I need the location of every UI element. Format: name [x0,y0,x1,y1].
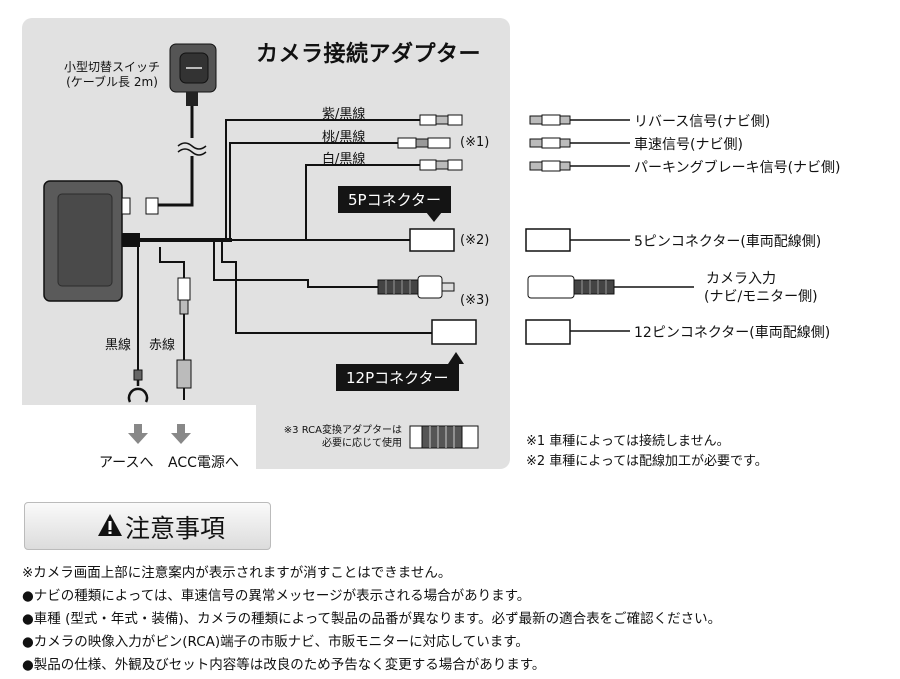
wire-pink-black [229,142,410,240]
label-12pin-connector: 12ピンコネクター(車両配線側) [634,325,831,341]
tag-12p-pointer [448,352,464,364]
note-mark-2: (※2) [460,233,490,248]
label-reverse-signal: リバース信号(ナビ側) [634,114,771,130]
connector-12p [431,319,477,345]
caution-title: 注意事項 [125,514,226,543]
right-connector-5pin [525,228,630,252]
connector-5p [409,228,455,252]
connector-pink [397,137,451,149]
label-speed-signal: 車速信号(ナビ側) [634,137,743,153]
switch-cable-length: (ケーブル長 2m) [66,75,158,89]
caution-item: ※カメラ画面上部に注意案内が表示されますが消すことはできません。 [22,565,452,581]
connector-white [419,159,463,171]
rca-note-line-1: ※3 RCA変換アダプターは [283,425,402,436]
wire-violet-black [225,119,420,240]
switch-label-block: 小型切替スイッチ (ケーブル長 2m) [48,60,176,90]
label-white-black: 白/黒線 [322,152,366,167]
label-pink-black: 桃/黒線 [322,130,366,145]
right-connector-reverse [529,114,630,126]
label-acc: ACC電源へ [168,455,239,471]
warning-triangle-icon [98,514,122,536]
wire-12p [221,240,432,334]
right-connector-camera [527,275,694,299]
right-connector-parking [529,160,630,172]
label-camera-input-side: (ナビ/モニター側) [704,289,818,305]
label-violet-black: 紫/黒線 [322,107,366,122]
acc-connector [176,277,192,400]
wire-red [159,247,185,278]
right-connector-12pin [525,319,630,345]
note-mark-1: (※1) [460,135,490,150]
rca-adapter-note: ※3 RCA変換アダプターは 必要に応じて使用 [272,424,402,450]
caution-item: ●カメラの映像入力がピン(RCA)端子の市販ナビ、市販モニターに対応しています。 [22,634,529,650]
note-mark-3: (※3) [460,293,490,308]
label-earth: アースへ [99,455,154,471]
footnote-2: ※2 車種によっては配線加工が必要です。 [526,454,768,469]
switch-label: 小型切替スイッチ [63,60,160,74]
label-parking-signal: パーキングブレーキ信号(ナビ側) [634,160,841,176]
tag-5p-pointer [426,212,442,222]
earth-arrow-icon [128,424,148,444]
acc-arrow-icon [171,424,191,444]
label-5pin-connector: 5ピンコネクター(車両配線側) [634,234,822,250]
rca-plug [377,275,455,299]
label-black-wire: 黒線 [105,338,132,353]
caution-banner: 注意事項 [24,502,271,550]
tag-12p: 12Pコネクター [336,364,459,391]
rca-adapter [409,425,479,449]
tag-5p: 5Pコネクター [338,186,451,213]
earth-terminal [127,369,149,403]
caution-item: ●車種 (型式・年式・装備)、カメラの種類によって製品の品番が異なります。必ず最… [22,611,722,627]
wire-rca [213,240,378,288]
caution-item: ●ナビの種類によっては、車速信号の異常メッセージが表示される場合があります。 [22,588,531,604]
label-camera-input: カメラ入力 [706,271,776,287]
right-connector-speed [529,137,630,149]
switch-cable [158,106,194,207]
switch-connector [145,197,159,215]
adapter-box-face [57,193,113,287]
adapter-side-port [121,197,131,215]
footnote-1: ※1 車種によっては接続しません。 [526,434,730,449]
caution-item: ●製品の仕様、外観及びセット内容等は改良のため予告なく変更する場合があります。 [22,657,546,673]
caution-list: ※カメラ画面上部に注意案内が表示されますが消すことはできません。 ●ナビの種類に… [22,562,721,677]
connector-violet [419,114,463,126]
adapter-cable-block [122,233,140,247]
wiring-diagram [43,43,694,449]
rca-note-line-2: 必要に応じて使用 [322,438,402,449]
diagram-title: カメラ接続アダプター [256,42,482,67]
label-red-wire: 赤線 [149,338,176,353]
